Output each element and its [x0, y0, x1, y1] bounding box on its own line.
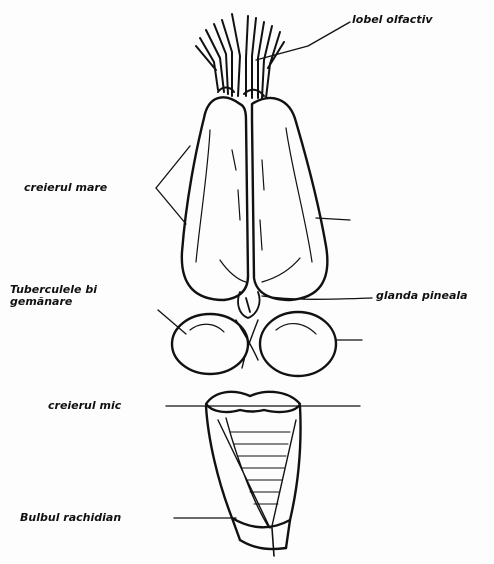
medulla-shape	[206, 406, 301, 556]
pineal-gland-shape	[238, 292, 259, 318]
label-pineal-gland: glanda pineala	[376, 290, 468, 302]
label-olfactory-lobe: lobel olfactiv	[352, 14, 433, 26]
label-medulla: Bulbul rachidian	[20, 512, 121, 524]
cerebrum-shape	[182, 97, 328, 300]
optic-lobes-shape	[172, 312, 336, 376]
label-cerebellum: creierul mic	[48, 400, 121, 412]
label-optic-lobes: Tuberculele bi gemănare	[10, 284, 97, 308]
cerebellum-shape	[206, 392, 300, 412]
label-cerebrum: creierul mare	[24, 182, 107, 194]
